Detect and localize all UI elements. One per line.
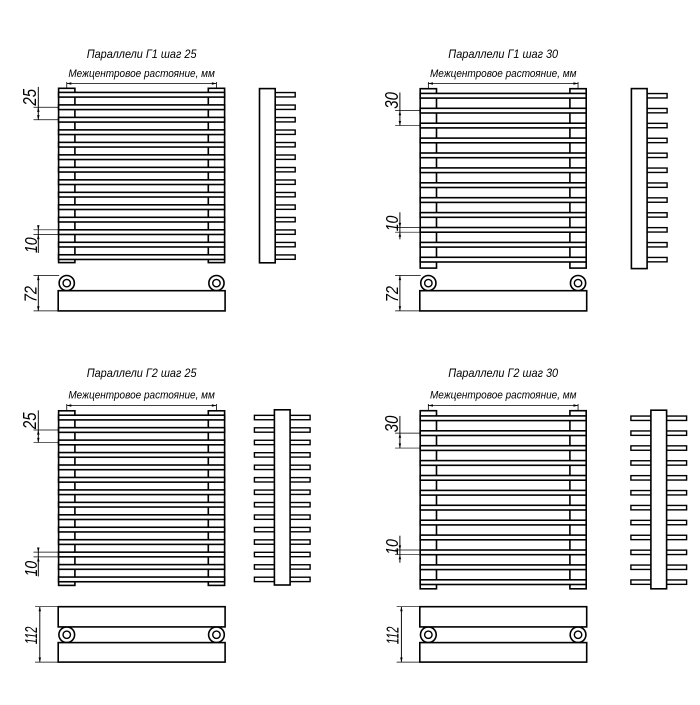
svg-text:25: 25	[20, 412, 41, 430]
svg-text:10: 10	[21, 237, 41, 253]
svg-text:30: 30	[382, 415, 403, 432]
svg-text:72: 72	[382, 286, 402, 302]
svg-text:Межцентровое растояние, мм: Межцентровое растояние, мм	[430, 67, 577, 80]
svg-text:Параллели Г1 шаг 30: Параллели Г1 шаг 30	[448, 48, 558, 62]
svg-text:10: 10	[21, 561, 41, 577]
svg-text:Межцентровое растояние, мм: Межцентровое растояние, мм	[68, 67, 215, 80]
svg-text:Параллели Г1 шаг 25: Параллели Г1 шаг 25	[87, 48, 197, 62]
svg-text:10: 10	[382, 539, 402, 555]
svg-text:Межцентровое растояние, мм: Межцентровое растояние, мм	[68, 389, 215, 402]
svg-text:72: 72	[21, 286, 41, 302]
svg-text:10: 10	[382, 216, 402, 232]
svg-text:25: 25	[20, 88, 41, 106]
svg-text:112: 112	[383, 626, 403, 644]
svg-text:Межцентровое растояние, мм: Межцентровое растояние, мм	[430, 389, 577, 402]
svg-text:30: 30	[382, 91, 403, 108]
svg-text:Параллели Г2 шаг 30: Параллели Г2 шаг 30	[448, 367, 558, 381]
svg-text:112: 112	[21, 626, 41, 644]
svg-text:Параллели Г2 шаг 25: Параллели Г2 шаг 25	[87, 367, 197, 381]
